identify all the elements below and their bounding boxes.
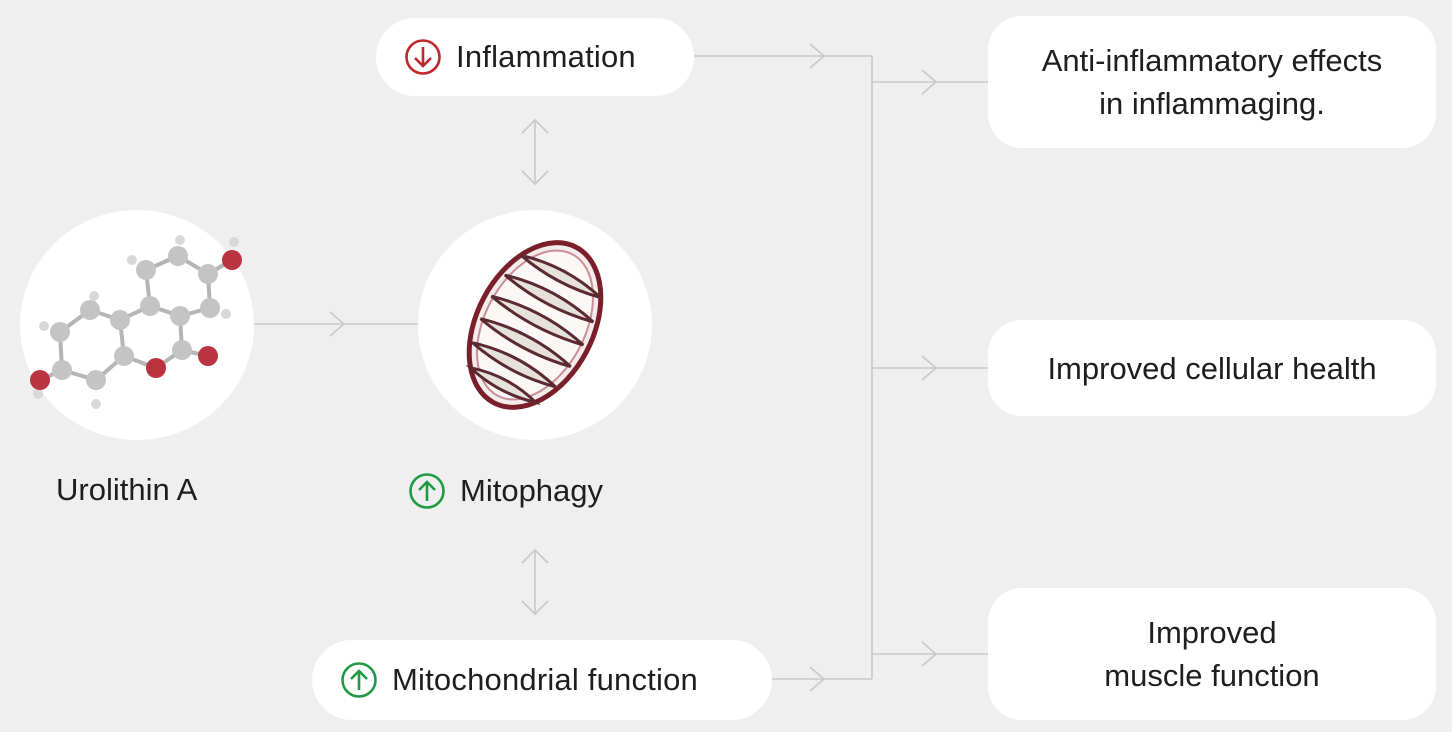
mito-function-label: Mitochondrial function <box>392 662 698 697</box>
outcome-muscle-function: Improved muscle function <box>988 588 1436 720</box>
mitophagy-label: Mitophagy <box>460 473 604 508</box>
molecule-icon <box>30 235 242 409</box>
inflammation-label: Inflammation <box>456 39 636 74</box>
outcome-3-line1: Improved <box>1147 615 1277 650</box>
mitochondrion-icon <box>465 240 604 410</box>
connector-arrowhead <box>921 355 938 381</box>
outcome-1-line1: Anti-inflammatory effects <box>1041 43 1383 78</box>
outcome-cellular-health: Improved cellular health <box>988 320 1436 416</box>
outcome-3-line2: muscle function <box>1104 658 1320 693</box>
connector-arrowhead <box>809 666 826 692</box>
down-arrow-circle-icon <box>405 39 441 75</box>
outcome-2-line1: Improved cellular health <box>1047 350 1377 386</box>
outcome-1-line2: in inflammaging. <box>1099 86 1325 121</box>
inflammation-node: Inflammation <box>376 18 694 96</box>
urolithin-circle <box>20 210 254 440</box>
mito-function-node: Mitochondrial function <box>312 640 772 720</box>
outcome-anti-inflammatory: Anti-inflammatory effects in inflammagin… <box>988 16 1436 148</box>
urolithin-label: Urolithin A <box>56 472 198 507</box>
up-arrow-circle-icon <box>341 662 377 698</box>
connector-arrowhead <box>921 69 938 95</box>
up-arrow-circle-icon <box>409 473 445 509</box>
mitophagy-node: Mitophagy <box>408 472 603 510</box>
mitochondrion-circle <box>418 210 652 440</box>
connector-arrowhead <box>809 43 826 69</box>
connector-arrowhead <box>921 641 938 667</box>
connector-arrowhead <box>329 311 346 337</box>
